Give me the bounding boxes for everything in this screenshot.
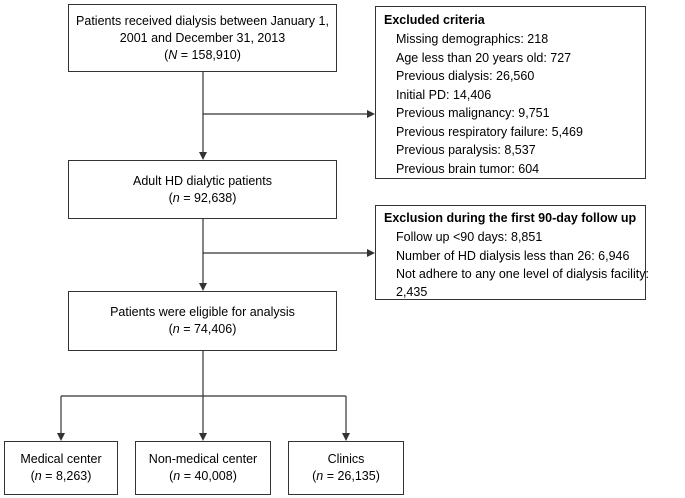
start-n-symbol: N [168, 47, 178, 62]
medical-center-n-symbol: n [34, 469, 42, 483]
excluded-criteria-title: Excluded criteria [384, 13, 485, 27]
medical-center-count: (n = 8,263) [30, 469, 92, 483]
list-item: Previous respiratory failure: 5,469 [396, 124, 583, 139]
list-item: Previous brain tumor: 604 [396, 161, 540, 176]
exclusion-90-day-box: Exclusion during the first 90-day follow… [375, 205, 649, 300]
clinics-count: (n = 26,135) [312, 469, 380, 483]
list-item: Initial PD: 14,406 [396, 87, 492, 102]
non-medical-center-label: Non-medical center [148, 452, 258, 466]
eligible-count: (n = 74,406) [168, 322, 237, 336]
non-medical-center-n-symbol: n [173, 469, 181, 483]
arrowhead-medical [57, 433, 65, 441]
adult-hd-n-symbol: n [172, 190, 180, 205]
clinics-label: Clinics [327, 452, 365, 466]
medical-center-box: Medical center (n = 8,263) [4, 441, 118, 495]
list-item: Previous paralysis: 8,537 [396, 143, 536, 157]
exclusion-90-day-title: Exclusion during the first 90-day follow… [384, 211, 637, 225]
medical-center-label: Medical center [20, 452, 102, 466]
start-box: Patients received dialysis between Janua… [68, 4, 337, 72]
list-item: Missing demographics: 218 [396, 32, 549, 46]
arrowhead-clinics [342, 433, 350, 441]
non-medical-center-count: (n = 40,008) [169, 469, 237, 483]
adult-hd-n-value: = 92,638 [179, 190, 233, 205]
exclusion-90-day-list: Follow up <90 days: 8,851 Number of HD d… [396, 228, 649, 300]
excluded-criteria-list: Missing demographics: 218 Age less than … [396, 30, 645, 178]
start-n-value: = 158,910 [177, 47, 237, 62]
arrowhead-adult [199, 152, 207, 160]
adult-hd-label: Adult HD dialytic patients [133, 173, 272, 188]
arrowhead-exclusion-90 [367, 249, 375, 257]
adult-hd-box: Adult HD dialytic patients (n = 92,638) [68, 160, 337, 219]
clinics-n-symbol: n [316, 469, 324, 483]
arrowhead-non-medical [199, 433, 207, 441]
list-item: Follow up <90 days: 8,851 [396, 230, 543, 244]
eligible-box: Patients were eligible for analysis (n =… [68, 291, 337, 351]
non-medical-center-box: Non-medical center (n = 40,008) [135, 441, 271, 495]
eligible-n-value: = 74,406 [179, 322, 233, 336]
start-line-2: 2001 and December 31, 2013 [119, 30, 286, 45]
start-line-1: Patients received dialysis between Janua… [76, 13, 329, 28]
start-count: (N = 158,910) [164, 47, 241, 62]
list-item: Age less than 20 years old: 727 [396, 50, 572, 65]
list-item: Not adhere to any one level of dialysis … [396, 267, 649, 281]
arrowhead-eligible [199, 283, 207, 291]
eligible-label: Patients were eligible for analysis [110, 305, 295, 319]
clinics-n-value: = 26,135 [323, 469, 376, 483]
excluded-criteria-box: Excluded criteria Missing demographics: … [375, 6, 646, 179]
list-item: Previous malignancy: 9,751 [396, 106, 550, 120]
adult-hd-count: (n = 92,638) [168, 190, 237, 205]
list-item: Number of HD dialysis less than 26: 6,94… [396, 248, 630, 263]
arrowhead-excluded [367, 110, 375, 118]
list-item: 2,435 [396, 284, 428, 299]
non-medical-center-n-value: = 40,008 [180, 469, 233, 483]
eligible-n-symbol: n [172, 322, 180, 336]
medical-center-n-value: = 8,263 [41, 469, 88, 483]
list-item: Previous dialysis: 26,560 [396, 69, 535, 83]
clinics-box: Clinics (n = 26,135) [288, 441, 404, 495]
